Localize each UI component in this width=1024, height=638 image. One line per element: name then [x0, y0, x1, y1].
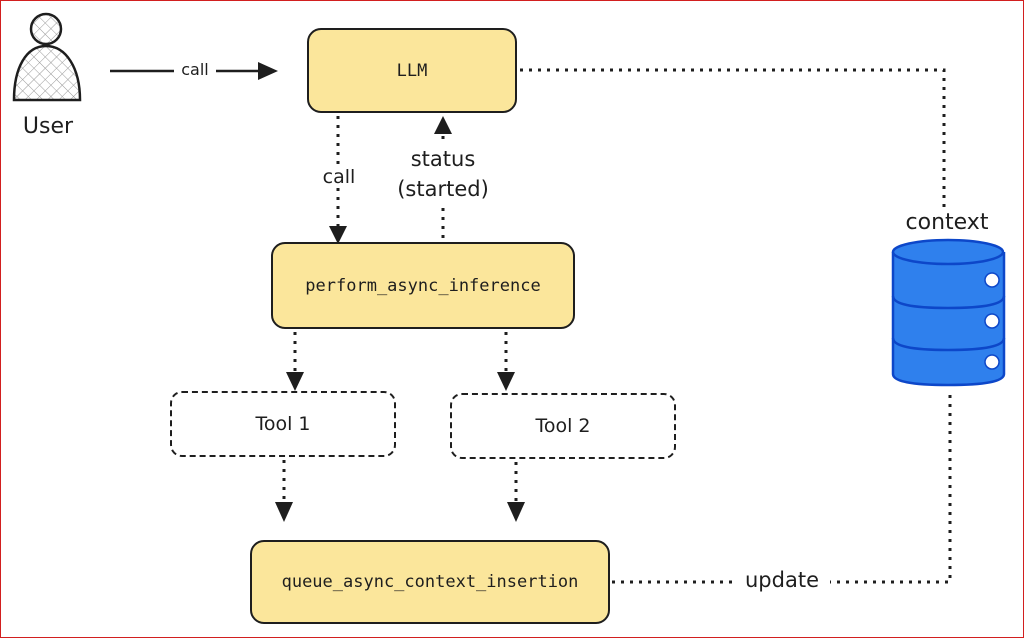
llm-call-label: call	[310, 166, 368, 188]
llm-context-line	[520, 68, 946, 208]
perform-async-inference-node: perform_async_inference	[271, 242, 575, 329]
queue-async-context-insertion-node: queue_async_context_insertion	[250, 540, 610, 624]
tool-1-node: Tool 1	[170, 391, 396, 457]
status-arrow	[434, 116, 452, 238]
llm-node: LLM	[307, 28, 517, 113]
tool1-to-queue-arrow	[275, 460, 293, 522]
database-icon	[891, 238, 1006, 387]
perform-to-tool1-arrow	[286, 332, 304, 391]
status-label: status (started)	[376, 144, 510, 204]
user-call-label: call	[174, 60, 216, 79]
perform-to-tool2-arrow	[497, 332, 515, 391]
user-label: User	[22, 114, 74, 139]
user-icon	[12, 12, 82, 102]
tool2-to-queue-arrow	[507, 462, 525, 522]
context-label: context	[905, 210, 989, 235]
tool-2-node: Tool 2	[450, 393, 676, 459]
update-label: update	[734, 568, 830, 592]
